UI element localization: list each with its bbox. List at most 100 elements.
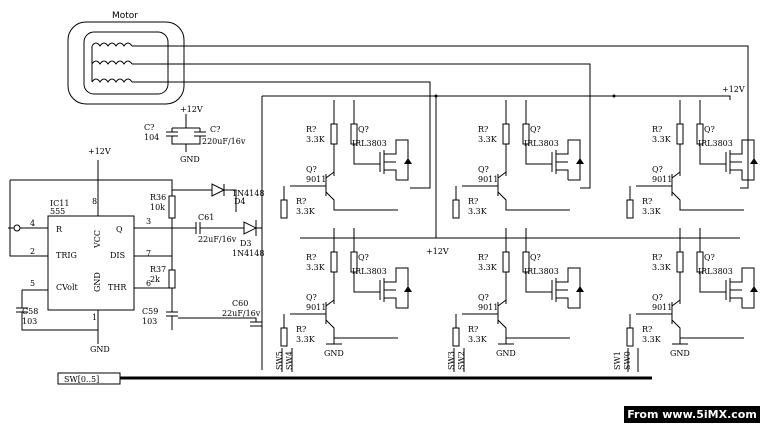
body-diode bbox=[404, 158, 412, 164]
bridge-mos-ref: Q? bbox=[530, 125, 541, 134]
body-diode bbox=[750, 158, 758, 164]
bridge-npn: 9011 bbox=[478, 175, 498, 184]
gate-wire bbox=[353, 228, 380, 293]
motor-title: Motor bbox=[112, 11, 138, 21]
col-signal-lines bbox=[627, 348, 639, 372]
r36-ref: R36 bbox=[150, 193, 166, 202]
pin-4: 4 bbox=[30, 219, 35, 228]
pin-1: 1 bbox=[92, 313, 97, 322]
sig-sw4: SW4 bbox=[285, 351, 294, 370]
bridge-r-ref: R? bbox=[478, 125, 488, 134]
ic-pin-gnd: GND bbox=[93, 272, 102, 292]
body-diode bbox=[576, 286, 584, 292]
vcc-cap: +12V bbox=[180, 105, 203, 114]
pin-5: 5 bbox=[30, 279, 35, 288]
d4-ref: D4 bbox=[234, 197, 246, 206]
timer-555: IC11 555 R TRIG CVolt VCC GND Q DIS THR … bbox=[8, 147, 178, 354]
bridge-r2-ref: R? bbox=[468, 325, 478, 334]
mosfet bbox=[725, 148, 743, 180]
ic-pin-cvolt: CVolt bbox=[56, 283, 79, 292]
col-gnd-label: GND bbox=[670, 349, 690, 358]
c60-val: 22uF/16v bbox=[222, 309, 261, 318]
c61-val: 22uF/16v bbox=[198, 235, 237, 244]
bridge-resistor bbox=[676, 123, 684, 145]
bridge-r-ref: R? bbox=[652, 125, 662, 134]
bridge-npn: 9011 bbox=[478, 303, 498, 312]
bridge-r2-ref: R? bbox=[468, 197, 478, 206]
body-diode bbox=[750, 286, 758, 292]
bridge-npn: 9011 bbox=[306, 175, 326, 184]
pin-8: 8 bbox=[92, 197, 97, 206]
bridge-mos-ref: Q? bbox=[704, 253, 715, 262]
npn-transistor bbox=[325, 299, 398, 339]
bridge-r-ref: R? bbox=[478, 253, 488, 262]
base-resistor bbox=[452, 199, 460, 219]
bridge-resistor bbox=[502, 123, 510, 145]
ic-pin-vcc: VCC bbox=[93, 230, 102, 249]
bridge-r2-ref: R? bbox=[296, 325, 306, 334]
ic-pin-trig: TRIG bbox=[56, 251, 77, 260]
sig-sw3: SW3 bbox=[447, 351, 456, 370]
c59-ref: C59 bbox=[142, 307, 158, 316]
base-resistor bbox=[280, 199, 288, 219]
bridge-r2-ref: R? bbox=[642, 197, 652, 206]
mosfet bbox=[379, 148, 397, 180]
bridge-mos-ref: Q? bbox=[358, 253, 369, 262]
r37-ref: R37 bbox=[150, 265, 166, 274]
sig-sw2: SW2 bbox=[457, 351, 466, 370]
mosfet bbox=[551, 276, 569, 308]
mosfet bbox=[379, 276, 397, 308]
mosfet bbox=[551, 148, 569, 180]
bridge-q-ref: Q? bbox=[306, 293, 317, 302]
bridge-r2-val: 3.3K bbox=[468, 207, 488, 216]
col-signal-lines bbox=[453, 348, 465, 372]
ic-part: 555 bbox=[50, 207, 65, 216]
motor-block: Motor bbox=[67, 11, 749, 189]
ic-pin-q: Q bbox=[116, 225, 123, 234]
ctop-a-ref: C? bbox=[144, 123, 154, 132]
bridge-mos-ref: Q? bbox=[530, 253, 541, 262]
bridge-resistor bbox=[330, 251, 338, 273]
mosfet bbox=[725, 276, 743, 308]
c59-val: 103 bbox=[142, 317, 157, 326]
c61-ref: C61 bbox=[198, 213, 214, 222]
npn-transistor bbox=[325, 171, 398, 211]
d3-ref: D3 bbox=[240, 239, 252, 248]
vcc-555: +12V bbox=[88, 147, 111, 156]
bridge-r2-val: 3.3K bbox=[642, 335, 662, 344]
npn-transistor bbox=[671, 299, 744, 339]
base-resistor bbox=[626, 327, 634, 347]
pin-6: 6 bbox=[146, 279, 151, 288]
charge-pump: 1N4148 D4 C61 22uF/16v D3 1N4148 C60 22u… bbox=[171, 183, 264, 327]
vcc-top-right: +12V bbox=[722, 85, 745, 94]
watermark: From www.5iMX.com bbox=[624, 406, 760, 423]
bridge-r2-ref: R? bbox=[642, 325, 652, 334]
c58-ref: C58 bbox=[22, 307, 38, 316]
gnd-555: GND bbox=[90, 345, 110, 354]
bridge-resistor bbox=[502, 251, 510, 273]
gate-wire bbox=[353, 100, 380, 165]
base-resistor bbox=[280, 327, 288, 347]
gate-wire bbox=[699, 228, 726, 293]
bridge-resistor bbox=[676, 251, 684, 273]
sig-sw0: SW0 bbox=[623, 351, 632, 370]
bridge-r-val: 3.3K bbox=[652, 135, 672, 144]
bridge-q-ref: Q? bbox=[478, 293, 489, 302]
ic-ref: IC11 bbox=[50, 199, 69, 208]
body-diode-loop bbox=[567, 139, 581, 181]
bridge-mos-ref: Q? bbox=[358, 125, 369, 134]
bridge-r-ref: R? bbox=[306, 253, 316, 262]
sig-sw5: SW5 bbox=[275, 351, 284, 370]
bridge-r2-val: 3.3K bbox=[468, 335, 488, 344]
bridge-r2-val: 3.3K bbox=[296, 207, 316, 216]
bridge-npn: 9011 bbox=[652, 175, 672, 184]
bridge-mos: IRL3803 bbox=[524, 267, 559, 276]
npn-transistor bbox=[497, 171, 570, 211]
ic-pin-thr: THR bbox=[108, 283, 127, 292]
ctop-a-val: 104 bbox=[144, 133, 159, 142]
bridge-mos-ref: Q? bbox=[704, 125, 715, 134]
bridge-q-ref: Q? bbox=[652, 293, 663, 302]
bridge-resistor bbox=[330, 123, 338, 145]
col-gnd-label: GND bbox=[496, 349, 516, 358]
